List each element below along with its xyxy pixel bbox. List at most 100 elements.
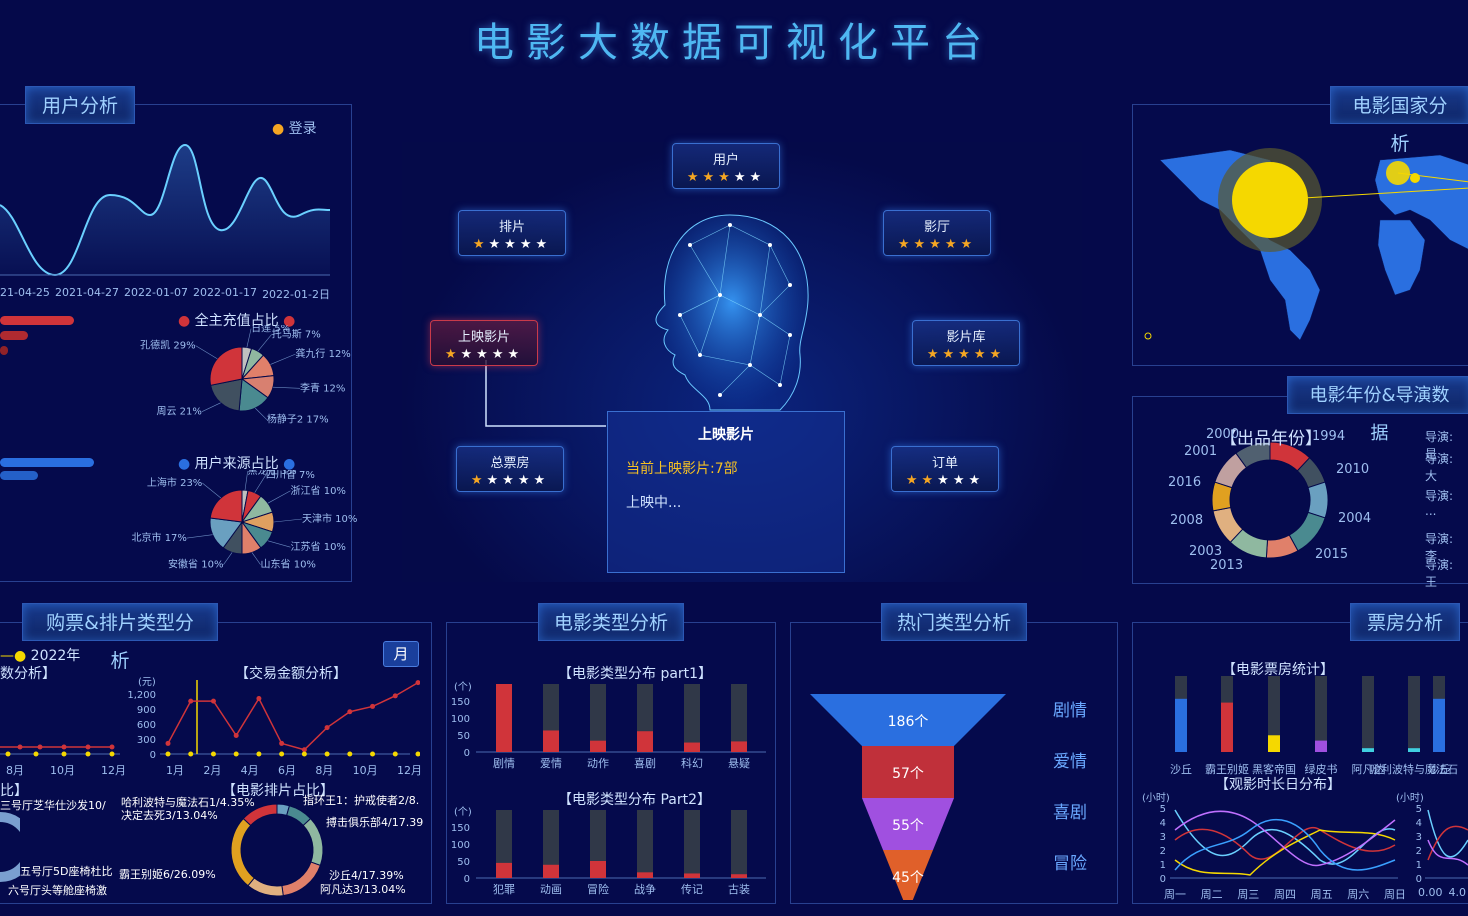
- pie-leader: [255, 407, 268, 420]
- base-point: [347, 751, 353, 757]
- star-icon: ★: [929, 237, 945, 252]
- amount-line-chart: [160, 680, 420, 757]
- bar-label: 喜剧: [634, 757, 656, 770]
- duration-series-1: [1174, 809, 1396, 865]
- bar: [637, 872, 653, 878]
- user-analysis-tab[interactable]: 用户分析: [25, 86, 135, 124]
- node-library[interactable]: 影片库 ★★★★★: [912, 320, 1020, 366]
- month-button[interactable]: 月: [383, 641, 419, 667]
- node-user[interactable]: 用户 ★★★★★: [672, 143, 780, 189]
- boxoffice-tab[interactable]: 票房分析: [1350, 603, 1460, 641]
- year-director-tab[interactable]: 电影年份&导演数据: [1287, 376, 1468, 444]
- ticket-tab[interactable]: 购票&排片类型分析: [22, 603, 218, 672]
- star-icon: ★: [486, 473, 503, 488]
- x-label: 21-04-25: [0, 286, 50, 299]
- node-hall[interactable]: 影厅 ★★★★★: [883, 210, 991, 256]
- year-label: 2010: [1336, 462, 1370, 477]
- star-icon: ★: [958, 347, 974, 362]
- star-icon: ★: [942, 347, 959, 362]
- genre-part2-title: 【电影类型分布 Part2】: [558, 792, 711, 808]
- bar: [684, 873, 700, 878]
- bar: [543, 864, 559, 878]
- pie-leader: [186, 534, 213, 539]
- pie-leader: [202, 482, 222, 499]
- bar: [1408, 748, 1420, 752]
- base-point: [279, 751, 285, 757]
- schedule-title: 【电影排片占比】: [222, 783, 334, 799]
- node-order[interactable]: 订单 ★★★★★: [891, 446, 999, 492]
- login-legend[interactable]: ● 登录: [272, 121, 317, 137]
- bar-label: 黑客帝国: [1252, 763, 1296, 776]
- schedule-label: 决定去死3/13.04%: [121, 809, 218, 822]
- recharge-bar: [0, 331, 28, 340]
- ticket-legend[interactable]: —● 2022年: [0, 648, 81, 664]
- pie-label: 浙江省 10%: [291, 484, 346, 497]
- pie-leader: [273, 518, 303, 523]
- amount-series: [167, 681, 419, 751]
- funnel-value: 45个: [892, 870, 924, 886]
- pie-label: 黑龙江 3%: [248, 470, 297, 477]
- amount-point: [165, 740, 171, 746]
- star-icon: ★: [502, 473, 518, 488]
- pie-label: 天津市 10%: [302, 512, 357, 525]
- pie-label: 龚九行 12%: [295, 347, 350, 360]
- pie-label: 托马斯 7%: [272, 327, 321, 340]
- rating-stars: ★★★★★: [892, 473, 998, 488]
- rating-stars: ★★★★★: [884, 237, 990, 252]
- amount-point: [324, 725, 330, 731]
- hall-label: 六号厅头等舱座椅激: [8, 884, 107, 897]
- pie-label: 孔德凯 29%: [140, 339, 195, 352]
- hot-tab[interactable]: 热门类型分析: [881, 603, 1027, 641]
- recharge-pie: 日莲 5%托马斯 7%龚九行 12%李青 12%杨静子2 17%周云 21%孔德…: [140, 325, 351, 426]
- funnel-value: 57个: [892, 766, 924, 782]
- funnel-legend[interactable]: 喜剧: [1053, 803, 1087, 823]
- base-point: [256, 751, 262, 757]
- amount-yticks: 1,200 900 600 300 0: [127, 690, 156, 761]
- base-point: [324, 751, 330, 757]
- funnel-segment: [810, 694, 1006, 746]
- rating-stars: ★★★★★: [913, 347, 1019, 362]
- star-icon: ★: [973, 347, 990, 362]
- node-schedule[interactable]: 排片 ★★★★★: [458, 210, 566, 256]
- country-tab[interactable]: 电影国家分析: [1330, 86, 1468, 155]
- funnel-legend[interactable]: 冒险: [1053, 854, 1087, 874]
- node-boxoffice[interactable]: 总票房 ★★★★★: [456, 446, 564, 492]
- bar-track: [731, 810, 747, 878]
- star-icon: ★: [533, 473, 550, 488]
- bar: [496, 684, 512, 752]
- star-icon: ★: [476, 347, 492, 362]
- login-line: [0, 143, 331, 277]
- base-point: [370, 751, 376, 757]
- bar: [1315, 740, 1327, 752]
- director-label: 导演: 王: [1425, 558, 1454, 589]
- genre-unit: (个): [454, 807, 472, 818]
- login-x-labels: 21-04-25 2021-04-27 2022-01-07 2022-01-1…: [0, 286, 330, 302]
- bar-label: 剧情: [493, 757, 515, 770]
- amount-point: [415, 680, 420, 686]
- pie-label: 安徽省 10%: [168, 558, 223, 571]
- recharge-bar: [0, 316, 74, 325]
- genre-unit: (个): [454, 682, 472, 693]
- login-line-chart: [0, 143, 331, 277]
- node-showing[interactable]: 上映影片 ★★★★★: [430, 320, 538, 366]
- pie-slice: [242, 803, 278, 827]
- funnel-segment: [862, 746, 954, 798]
- source-bar: [0, 458, 94, 467]
- bar: [684, 742, 700, 752]
- amount-point: [392, 693, 398, 699]
- funnel-legend[interactable]: 剧情: [1053, 701, 1087, 721]
- amount-point: [188, 698, 194, 704]
- director-label: 导演: ...: [1425, 489, 1454, 518]
- base-point: [165, 751, 171, 757]
- duration-series-2: [1174, 826, 1396, 860]
- funnel-value: 186个: [888, 714, 929, 730]
- bar-label: 战争: [634, 882, 656, 896]
- amount-point: [301, 747, 307, 753]
- funnel-legend[interactable]: 爱情: [1053, 752, 1087, 772]
- star-icon: ★: [968, 473, 985, 488]
- source-title: ● 用户来源占比 ●: [178, 456, 296, 472]
- genre-tab[interactable]: 电影类型分析: [538, 603, 684, 641]
- bar-label: 动作: [587, 757, 609, 770]
- pie-leader: [272, 386, 301, 389]
- amount-point: [347, 709, 353, 715]
